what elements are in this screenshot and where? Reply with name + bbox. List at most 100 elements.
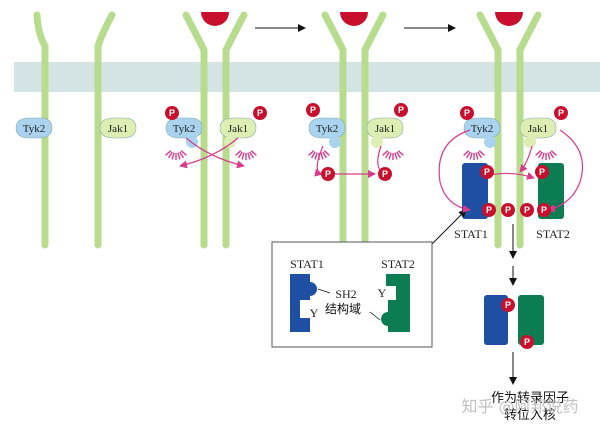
- phosphate-label: P: [524, 205, 530, 215]
- jak1-kinase: [99, 117, 137, 139]
- sh2-pointer: [369, 311, 381, 321]
- receptor-strand: [94, 11, 116, 249]
- activity-burst: [382, 150, 389, 156]
- activity-burst: [171, 152, 175, 160]
- activity-burst: [388, 152, 392, 160]
- phosphate-icon: P: [306, 103, 320, 117]
- jak1-kinase-label: Jak1: [108, 123, 128, 135]
- activity-burst: [237, 151, 243, 159]
- phosphate-circle: [321, 167, 335, 181]
- phosphate-icon: P: [554, 106, 568, 120]
- ligand-icon: [340, 12, 368, 26]
- cell-membrane: [14, 62, 600, 92]
- caption-line-1: 作为转录因子: [491, 391, 569, 406]
- phosphate-label: P: [486, 205, 492, 215]
- phosphate-circle: [480, 165, 494, 179]
- tyk2-kinase-domain: [484, 136, 496, 148]
- activity-burst: [250, 150, 257, 156]
- activity-burst: [477, 151, 483, 159]
- arrow-icon: [547, 129, 584, 213]
- phosphate-label: P: [484, 167, 490, 177]
- jak1-kinase-domain: [524, 136, 536, 148]
- phosphate-label: P: [398, 105, 404, 115]
- stat1-label: STAT1: [454, 227, 488, 241]
- phosphate-label: P: [524, 337, 530, 347]
- arrow-icon: [438, 129, 471, 213]
- phosphate-icon: P: [253, 106, 267, 120]
- activity-burst: [550, 150, 557, 156]
- phosphate-icon: P: [460, 106, 474, 120]
- tyk2-kinase: [308, 117, 346, 139]
- phosphate-label: P: [382, 169, 388, 179]
- phosphate-circle: [165, 106, 179, 120]
- activity-burst: [320, 152, 324, 160]
- receptor-strand: [182, 11, 208, 249]
- activity-burst: [535, 150, 542, 156]
- activity-burst: [384, 151, 390, 159]
- activity-burst: [177, 152, 181, 160]
- activity-burst: [179, 151, 185, 159]
- tyk2-kinase-label: Tyk2: [316, 123, 338, 135]
- arrow-icon: [519, 145, 533, 173]
- activity-burst: [463, 150, 470, 156]
- receptor-strand: [516, 11, 542, 249]
- activity-burst: [180, 150, 187, 156]
- activity-burst: [308, 150, 315, 156]
- receptor-strand: [222, 11, 248, 249]
- tyk2-kinase-label: Tyk2: [173, 123, 195, 135]
- stat2-y-label: Y: [378, 286, 387, 300]
- sh2-pointer: [317, 288, 331, 294]
- phosphate-circle: [537, 203, 551, 217]
- phosphate-icon: P: [535, 165, 549, 179]
- activity-burst: [241, 152, 245, 160]
- arrow-icon: [314, 145, 324, 177]
- tyk2-kinase-label: Tyk2: [471, 123, 493, 135]
- activity-burst: [314, 152, 318, 160]
- phosphate-label: P: [505, 205, 511, 215]
- activity-burst: [475, 152, 479, 160]
- phosphate-circle: [482, 203, 496, 217]
- receptor-strand: [361, 11, 387, 249]
- phosphate-label: P: [539, 167, 545, 177]
- phosphate-circle: [554, 106, 568, 120]
- jak1-kinase-label: Jak1: [228, 123, 248, 135]
- stat1-y-label: Y: [310, 306, 319, 320]
- arrow-icon: [430, 209, 467, 246]
- arrows: [179, 24, 584, 385]
- activity-burst: [541, 152, 545, 160]
- jak1-kinase-label: Jak1: [375, 123, 395, 135]
- jak1-kinase-label: Jak1: [528, 123, 548, 135]
- domain-label: 结构域: [325, 301, 361, 316]
- stat2-protein: [518, 295, 544, 345]
- activity-burst: [537, 151, 543, 159]
- phosphate-circle: [378, 167, 392, 181]
- caption-line-2: 转位入核: [504, 408, 556, 423]
- stat2-label: STAT2: [536, 227, 570, 241]
- phosphate-circle: [253, 106, 267, 120]
- activity-burst: [235, 150, 242, 156]
- phosphate-icon: P: [394, 103, 408, 117]
- receptor-strand: [33, 11, 49, 249]
- activity-burst: [547, 152, 551, 160]
- phosphate-label: P: [257, 108, 263, 118]
- activity-burst: [465, 151, 471, 159]
- phosphate-circle: [520, 335, 534, 349]
- phosphate-icon: P: [501, 203, 515, 217]
- phosphate-icon: P: [482, 203, 496, 217]
- phosphate-circle: [535, 165, 549, 179]
- phosphate-icon: P: [501, 298, 515, 312]
- phosphate-label: P: [541, 205, 547, 215]
- phosphate-icon: P: [520, 203, 534, 217]
- phosphate-icon: P: [520, 335, 534, 349]
- phosphate-circle: [501, 203, 515, 217]
- tyk2-kinase-label: Tyk2: [23, 123, 45, 135]
- phosphate-label: P: [325, 169, 331, 179]
- activity-burst: [310, 151, 316, 159]
- inset-domain-detail: [290, 274, 410, 332]
- phosphate-icon: P: [378, 167, 392, 181]
- activity-burst: [396, 151, 402, 159]
- phosphate-circle: [394, 103, 408, 117]
